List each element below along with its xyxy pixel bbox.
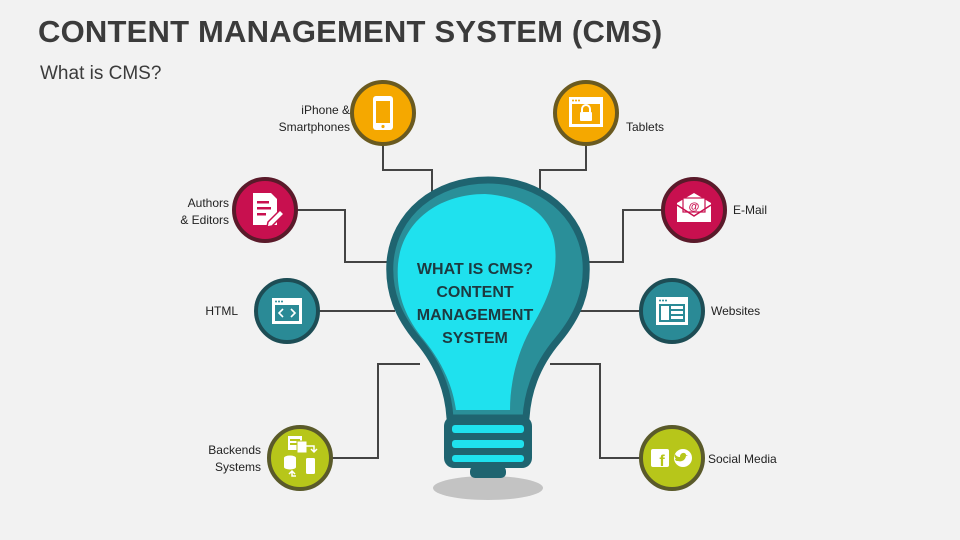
envelope-icon: @ (676, 193, 712, 222)
label-social: Social Media (708, 452, 777, 466)
node-html (254, 278, 320, 344)
code-window-icon (272, 298, 302, 324)
node-backends (267, 425, 333, 491)
data-transfer-icon (284, 436, 318, 477)
page-subtitle: What is CMS? (40, 63, 162, 84)
connector-backends (330, 363, 420, 459)
connector-authors (295, 209, 395, 263)
label-authors-line1: Authors (187, 196, 229, 210)
node-authors (232, 177, 298, 243)
connector-iphone (382, 143, 433, 200)
bulb-text-line3: MANAGEMENT (416, 307, 534, 324)
label-iphone: iPhone & Smartphones (262, 102, 350, 136)
connector-social (550, 363, 642, 459)
smartphone-icon (373, 96, 393, 130)
tablet-lock-icon (569, 97, 603, 127)
label-backends-line1: Backends (208, 443, 261, 457)
bulb-text-line4: SYSTEM (442, 330, 508, 347)
bulb-center-text: WHAT IS CMS? CONTENT MANAGEMENT SYSTEM (400, 258, 550, 350)
node-social: f (639, 425, 705, 491)
svg-text:f: f (659, 453, 665, 470)
label-backends-line2: Systems (214, 460, 261, 474)
label-iphone-line2: Smartphones (278, 120, 350, 134)
document-edit-icon (253, 193, 286, 228)
browser-window-icon (656, 297, 688, 325)
bulb-text-line1: WHAT IS CMS? (416, 261, 534, 278)
label-email: E-Mail (733, 203, 768, 217)
facebook-twitter-icon: f (651, 449, 692, 470)
node-iphone (350, 80, 416, 146)
connector-lines (295, 143, 665, 459)
bulb-glass-highlight (397, 194, 556, 410)
label-authors-line2: & Editors (180, 213, 229, 227)
page-title: CONTENT MANAGEMENT SYSTEM (CMS) (38, 14, 663, 49)
label-authors: Authors & Editors (150, 195, 229, 229)
svg-text:@: @ (689, 201, 700, 213)
label-tablets: Tablets (626, 120, 665, 134)
node-tablets (553, 80, 619, 146)
label-iphone-line1: iPhone & (301, 103, 350, 117)
bulb-base (444, 416, 532, 478)
node-email: @ (661, 177, 727, 243)
label-websites: Websites (711, 304, 761, 318)
connector-email (580, 209, 665, 263)
label-backends: Backends Systems (180, 442, 261, 476)
bulb-text-line2: CONTENT (436, 284, 514, 301)
bulb-shadow (433, 476, 543, 500)
label-html: HTML (205, 304, 238, 318)
node-websites (639, 278, 705, 344)
connector-tablets (539, 143, 587, 200)
